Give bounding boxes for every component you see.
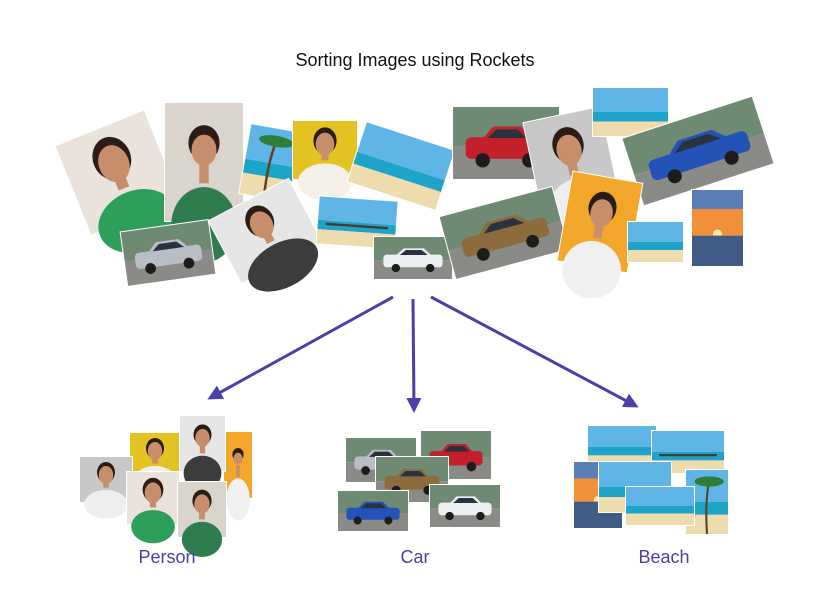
beach-photo	[627, 221, 684, 263]
beach-photo	[625, 486, 695, 526]
sorting-arrows	[207, 295, 639, 413]
car-photo	[337, 490, 409, 532]
diagram-title: Sorting Images using Rockets	[295, 50, 535, 70]
person-photo	[556, 170, 644, 299]
person-photo	[207, 177, 323, 292]
person-photo	[292, 120, 358, 201]
arrow-to-beach	[430, 295, 639, 408]
beach-photo	[691, 189, 744, 267]
car-photo	[373, 236, 453, 280]
person-photo	[177, 481, 227, 557]
car-photo	[119, 219, 217, 287]
category-label-car: Car	[400, 547, 430, 567]
category-label-beach: Beach	[638, 547, 690, 567]
photo-collage	[54, 87, 775, 557]
person-photo	[79, 456, 133, 519]
arrow-to-person	[207, 295, 394, 400]
person-photo	[223, 431, 253, 521]
category-label-person: Person	[138, 547, 196, 567]
car-photo	[429, 484, 501, 528]
arrow-to-car	[406, 298, 422, 413]
car-photo	[438, 185, 570, 281]
person-photo	[54, 109, 181, 253]
car-photo	[621, 95, 775, 207]
person-photo	[126, 471, 180, 544]
person-photo	[179, 415, 226, 491]
beach-photo	[346, 121, 456, 211]
